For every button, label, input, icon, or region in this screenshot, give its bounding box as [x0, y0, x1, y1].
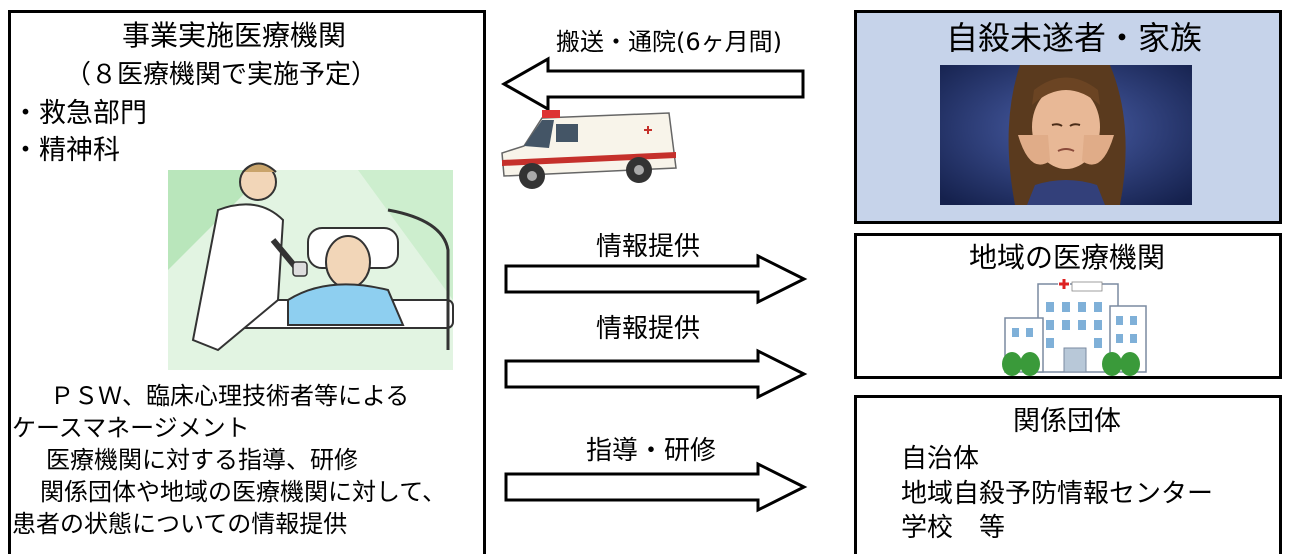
- nurse-patient-illustration: [168, 162, 454, 370]
- implementing-hospital-title: 事業実施医療機関: [122, 19, 347, 52]
- department-psychiatry: ・精神科: [12, 135, 120, 166]
- local-medical-title: 地域の医療機関: [969, 241, 1166, 274]
- implementing-hospital-subtitle: （８医療機関で実施予定）: [65, 60, 378, 90]
- guidance-training-label: 指導・研修: [586, 436, 717, 466]
- left-arrow-icon: [500, 56, 805, 112]
- description-line-2: ケースマネージメント: [12, 414, 250, 442]
- right-arrow-icon-3: [504, 461, 808, 513]
- info-provision-label-1: 情報提供: [596, 232, 701, 262]
- organization-item-municipality: 自治体: [901, 444, 980, 474]
- ambulance-icon: [501, 110, 677, 189]
- department-emergency: ・救急部門: [12, 98, 147, 129]
- organization-item-schools: 学校 等: [901, 513, 1006, 543]
- right-arrow-icon-2: [504, 348, 808, 400]
- transport-label: 搬送・通院(6ヶ月間): [556, 28, 782, 56]
- description-line-3: 医療機関に対する指導、研修: [46, 446, 358, 474]
- description-line-5: 患者の状態についての情報提供: [12, 510, 348, 538]
- hospital-building-icon: [1002, 278, 1147, 376]
- right-arrow-icon-1: [504, 253, 808, 305]
- distressed-woman-photo: [940, 65, 1192, 205]
- related-organizations-box: [854, 395, 1282, 554]
- info-provision-label-2: 情報提供: [596, 314, 701, 344]
- description-line-4: 関係団体や地域の医療機関に対して、: [40, 478, 447, 506]
- description-line-1: ＰＳＷ、臨床心理技術者等による: [50, 382, 410, 410]
- related-organizations-title: 関係団体: [1013, 406, 1121, 437]
- patient-family-title: 自殺未遂者・家族: [946, 19, 1203, 57]
- organization-item-suicide-prevention-center: 地域自殺予防情報センター: [901, 479, 1214, 509]
